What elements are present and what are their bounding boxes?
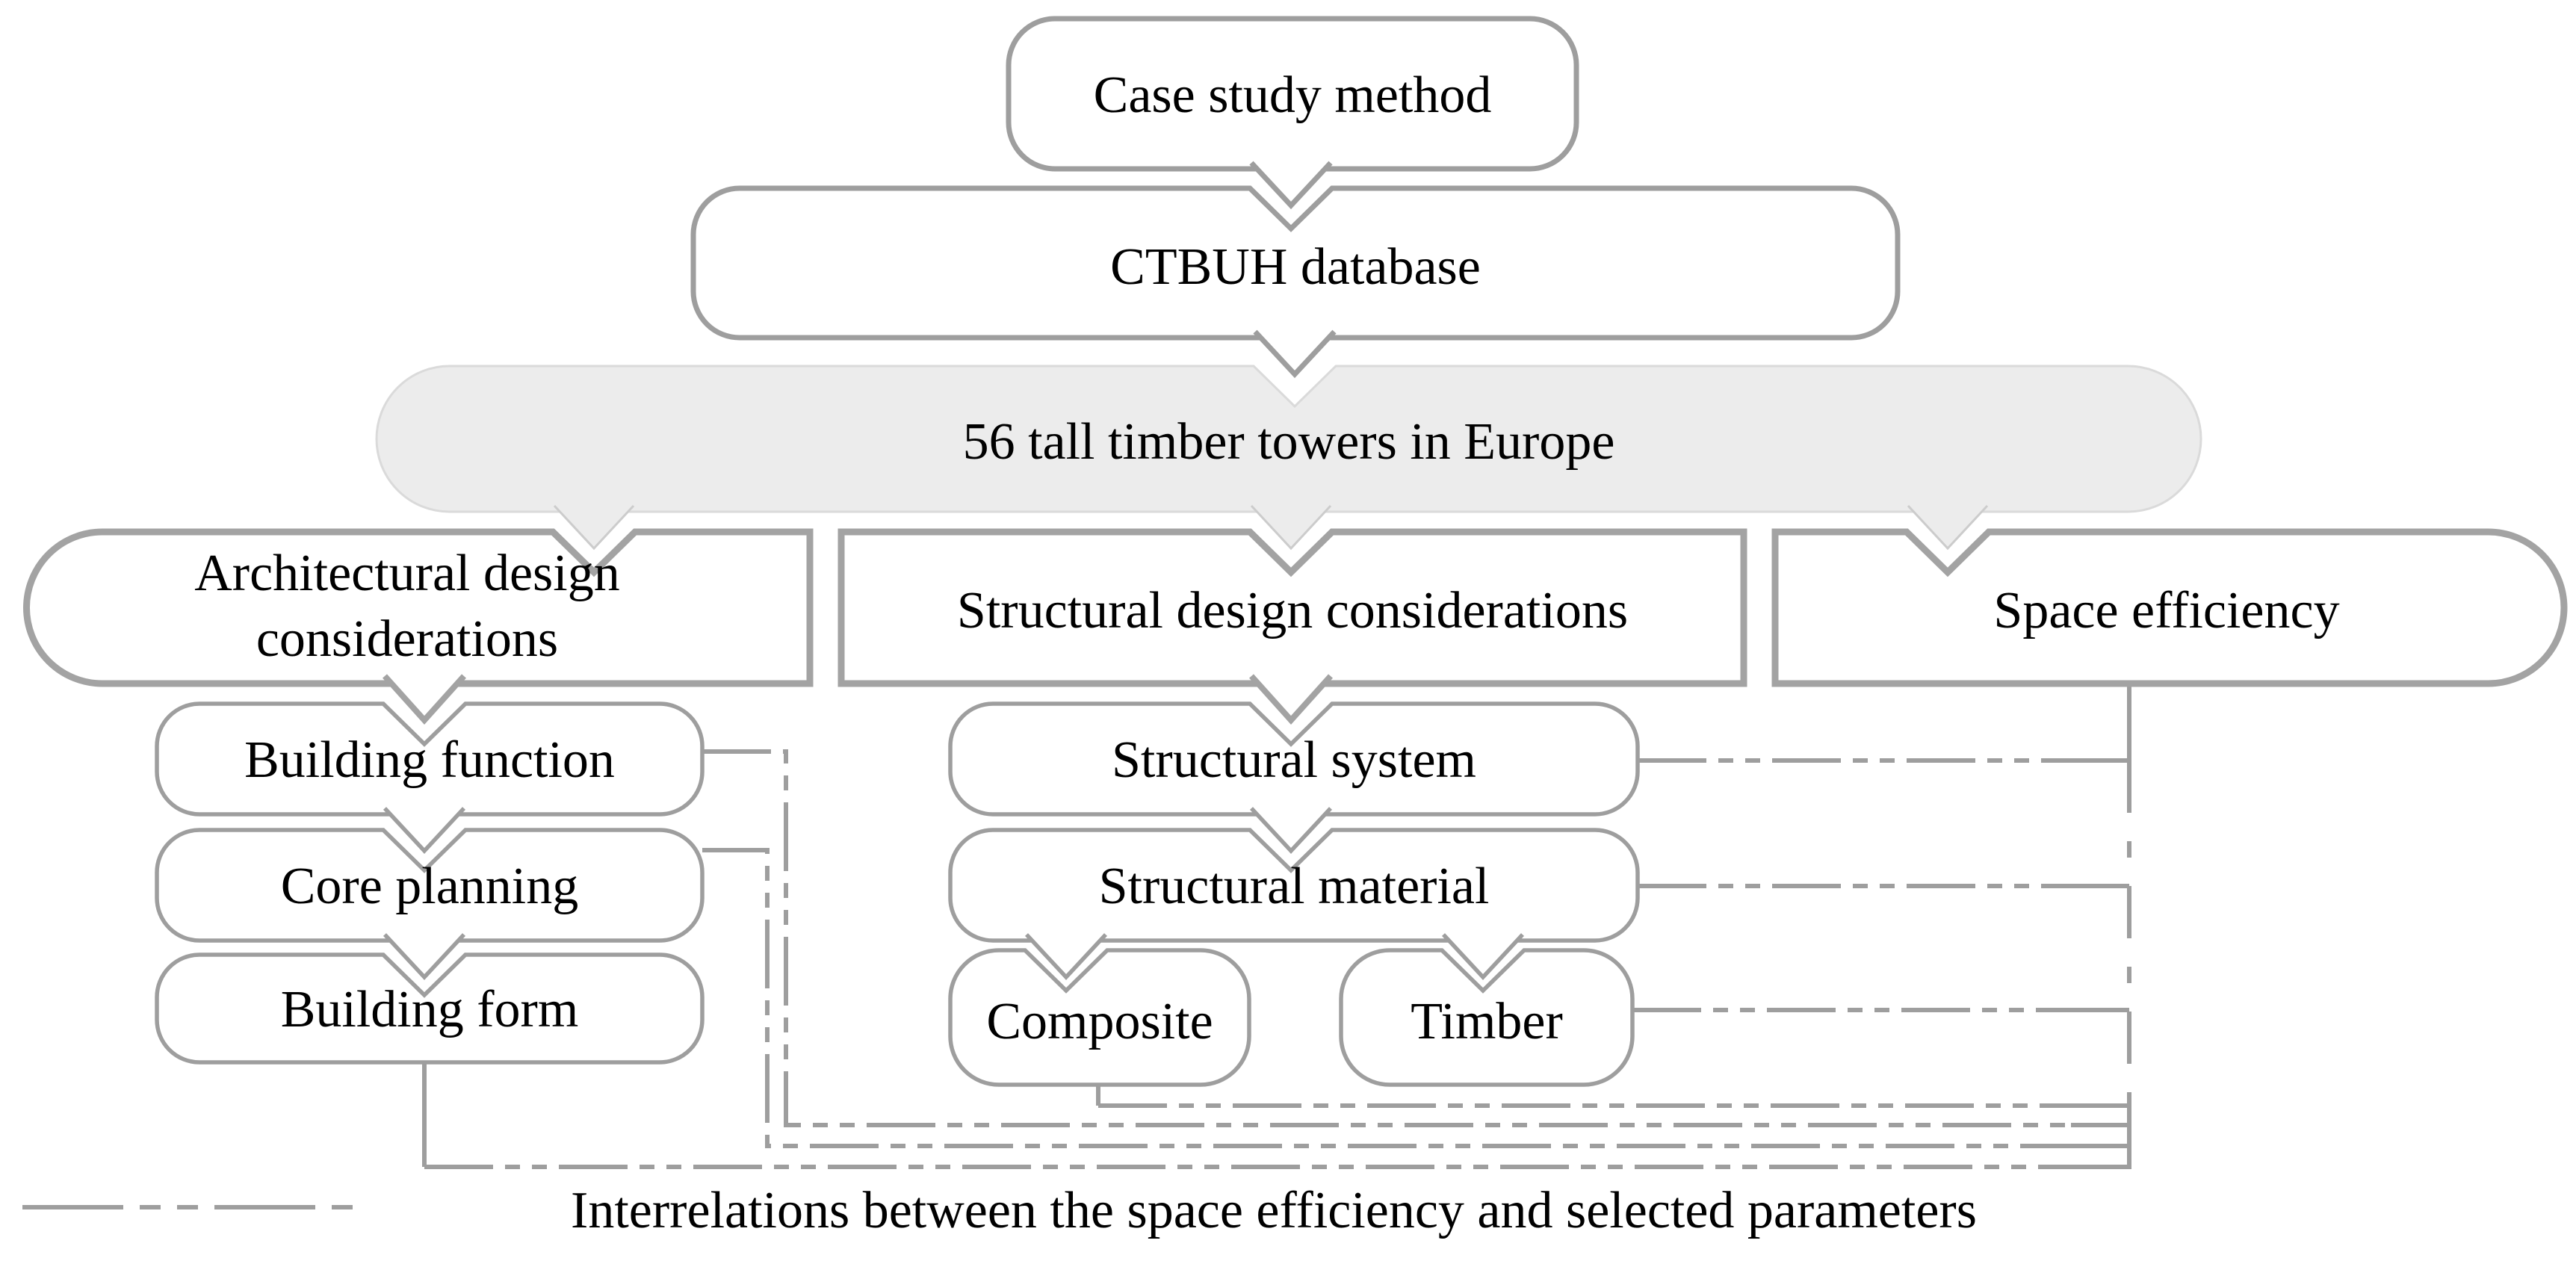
tail-structural-system — [1249, 807, 1333, 855]
node-ctbuh-label: CTBUH database — [1110, 238, 1481, 296]
node-structural-box — [837, 528, 1747, 687]
node-space-efficiency-label: Space efficiency — [1993, 582, 2339, 639]
node-structural-material-label: Structural material — [1099, 858, 1490, 915]
callout-tails — [383, 161, 1989, 981]
node-building-function-box — [155, 701, 705, 817]
node-architectural-box — [23, 528, 814, 687]
diagram-labels: Case study method CTBUH database 56 tall… — [194, 66, 2339, 1050]
node-building-function-label: Building function — [244, 731, 615, 789]
node-core-planning-label: Core planning — [281, 858, 579, 915]
node-timber-label: Timber — [1411, 993, 1563, 1050]
node-composite-label: Composite — [986, 993, 1213, 1050]
node-timber-box — [1339, 948, 1635, 1087]
node-building-form-label: Building form — [281, 981, 579, 1038]
node-space-efficiency-box — [1771, 528, 2568, 687]
node-architectural-label-line1: Architectural design — [194, 545, 620, 602]
tail-architectural — [383, 674, 466, 725]
node-structural-material-box — [948, 828, 1640, 943]
connector-core-planning — [702, 848, 2129, 1148]
node-towers-label: 56 tall timber towers in Europe — [963, 413, 1615, 471]
node-case-study-label: Case study method — [1094, 66, 1492, 124]
connector-building-function — [702, 749, 2129, 1127]
node-building-form-box — [155, 952, 705, 1065]
node-structural-system-label: Structural system — [1112, 731, 1476, 789]
node-structural-system-box — [948, 701, 1640, 817]
connector-right-solid-joins — [2071, 758, 2129, 1169]
legend-label: Interrelations between the space efficie… — [571, 1182, 1977, 1239]
node-case-study-box — [1006, 16, 1579, 172]
interrelation-connectors — [422, 684, 2131, 1169]
node-architectural-label-line2: considerations — [256, 610, 558, 668]
node-core-planning-box — [155, 828, 705, 943]
node-towers-box — [375, 365, 2202, 513]
node-composite-box — [948, 948, 1251, 1087]
tail-core-planning — [383, 933, 466, 981]
node-structural-label: Structural design considerations — [957, 582, 1628, 639]
tail-case-study — [1249, 161, 1333, 210]
tail-material-to-timber — [1441, 933, 1525, 981]
tail-building-function — [383, 807, 466, 855]
diagram-boxes — [23, 16, 2568, 1087]
tail-material-to-composite — [1024, 933, 1108, 981]
legend: Interrelations between the space efficie… — [22, 1182, 1977, 1239]
tail-towers-to-architectural — [553, 504, 635, 551]
node-ctbuh-box — [690, 185, 1901, 341]
tail-ctbuh — [1253, 329, 1337, 379]
tail-structural — [1249, 674, 1333, 725]
tail-towers-to-structural — [1250, 504, 1332, 551]
tail-towers-to-space-efficiency — [1907, 504, 1989, 551]
